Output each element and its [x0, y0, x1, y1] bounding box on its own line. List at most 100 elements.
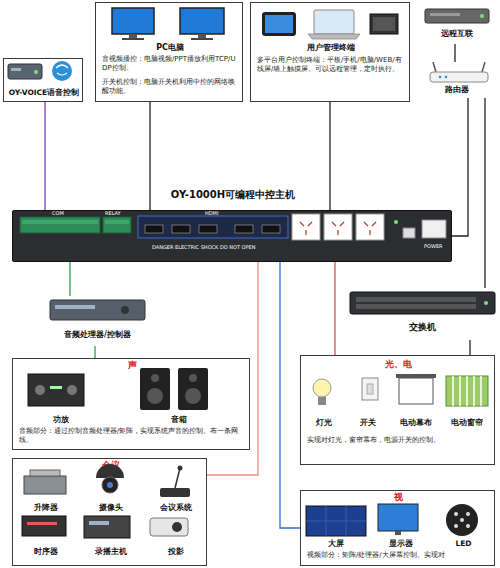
amplifier-icon	[35, 385, 45, 395]
lifter-icon	[24, 470, 66, 494]
node-text: 升降器	[13, 503, 78, 513]
terminal-icons	[373, 17, 395, 31]
speaker-icon	[147, 388, 163, 404]
monitor-icon	[395, 531, 401, 535]
lan-power-port	[394, 220, 398, 224]
connector-wire	[469, 340, 470, 355]
connector-wire	[452, 98, 468, 236]
group-box: 光、电灯光开关电动幕布电动窗帘实现对灯光，窗帘幕布，电源开关的控制。	[300, 355, 495, 465]
group-box: 用户管理终端多平台用户控制终端：平板/手机/电脑/WEB/有线屏/墙上触摸屏。可…	[250, 2, 410, 102]
pc-monitor-icon	[180, 8, 224, 34]
projector-icon	[172, 522, 182, 532]
hdmi-panel	[138, 216, 288, 238]
node-heading: 会议	[13, 460, 208, 471]
projector-icon	[150, 518, 188, 536]
bulb-icon	[313, 379, 331, 397]
speaker-icon	[140, 368, 170, 410]
node-heading: PC电脑	[96, 43, 244, 53]
audio-processor-icon	[55, 305, 95, 309]
node-text: 音频部分：通过控制音频处理器/矩阵，实现系统声音的控制。布一条网线。	[19, 427, 245, 445]
wall-switch-icon	[362, 378, 378, 400]
led-icon	[454, 512, 458, 516]
connector-wire	[484, 98, 485, 288]
speaker-icon	[178, 368, 208, 410]
node-text: 摄像头	[78, 503, 143, 513]
node-text: 大屏	[301, 539, 371, 549]
device-label-box: 远程互联	[418, 4, 496, 44]
terminal-icons	[370, 14, 398, 34]
node-text: 开关	[347, 418, 389, 428]
voice-device-icon	[8, 64, 42, 79]
pc-monitor-icon	[112, 8, 224, 40]
big-screen-icon	[306, 506, 366, 536]
lifter-icon	[24, 476, 66, 494]
led-icon	[466, 524, 470, 528]
speaker-icon	[189, 374, 197, 382]
node-text: 多平台用户控制终端：平板/手机/电脑/WEB/有线屏/墙上触摸屏。可以远程管理，…	[257, 56, 405, 74]
node-heading: 音频处理器/控制器	[45, 330, 150, 340]
sequencer-icon	[22, 516, 66, 536]
pc-monitor-icon	[129, 34, 137, 38]
group-box: 会议升降器摄像头会议系统时序器录播主机投影	[12, 458, 207, 566]
node-text: 功放	[29, 415, 93, 425]
recorder-icon	[84, 516, 130, 538]
terminal-strip	[20, 217, 131, 233]
conference-mic-icon	[160, 466, 190, 498]
big-screen-icon	[306, 506, 366, 536]
device-label-box: 路由器	[418, 62, 496, 98]
remote-device-icon	[430, 13, 460, 16]
router-icon	[482, 62, 485, 72]
amplifier-icon	[50, 386, 62, 389]
camera-icon	[96, 464, 124, 493]
led-icon	[446, 504, 478, 536]
node-text: 开关机控制：电脑开关机利用中控的网络唤醒功能。	[102, 78, 238, 96]
pc-monitor-icon	[122, 38, 144, 40]
monitor-icon	[378, 504, 418, 531]
camera-icon	[96, 464, 124, 478]
recorder-icon	[89, 521, 109, 525]
power-socket	[324, 214, 352, 240]
projection-screen-icon	[396, 374, 436, 378]
connector-wire	[94, 346, 95, 358]
power-socket	[292, 214, 384, 240]
voice-device-icon	[34, 70, 38, 74]
led-icon	[460, 518, 464, 522]
connector-wire	[44, 102, 45, 210]
node-text: 显示器	[371, 539, 431, 549]
power-socket	[300, 222, 376, 235]
switch-icon	[356, 304, 476, 309]
curtain-icon	[446, 376, 488, 406]
node-text: 音箱	[139, 415, 219, 425]
connector-wire	[69, 262, 70, 296]
remote-device-icon	[425, 9, 489, 23]
connector-wire	[329, 102, 330, 210]
hdmi-panel	[145, 225, 163, 233]
hdmi-panel	[199, 225, 217, 233]
amplifier-icon	[67, 385, 77, 395]
terminal-icons	[308, 34, 360, 39]
led-icon	[446, 504, 478, 536]
switch-icon	[350, 292, 495, 314]
bulb-icon	[318, 397, 326, 405]
terminal-icons	[262, 12, 296, 36]
projection-screen-icon	[399, 378, 433, 404]
voice-device-icon	[8, 64, 42, 79]
terminal-icons	[262, 10, 398, 39]
group-box: 声功放音箱音频部分：通过控制音频处理器/矩阵，实现系统声音的控制。布一条网线。	[12, 358, 250, 450]
node-heading: 光、电	[301, 359, 496, 371]
lifter-icon	[30, 470, 60, 476]
node-text: 电动幕布	[391, 418, 441, 428]
sequencer-icon	[22, 516, 66, 536]
bulb-icon	[313, 379, 331, 405]
group-box: 视大屏显示器LED视频部分：矩阵/处理器/大屏幕控制。实现对	[300, 490, 495, 566]
conference-mic-icon	[178, 466, 183, 471]
wall-switch-icon	[367, 384, 373, 394]
sequencer-icon	[27, 522, 57, 525]
connector-wire	[454, 44, 455, 62]
connector-wire	[149, 102, 150, 210]
curtain-icon	[446, 376, 488, 406]
node-text: 实现对灯光，窗帘幕布，电源开关的控制。	[307, 436, 490, 445]
speaker-icon	[185, 388, 201, 404]
